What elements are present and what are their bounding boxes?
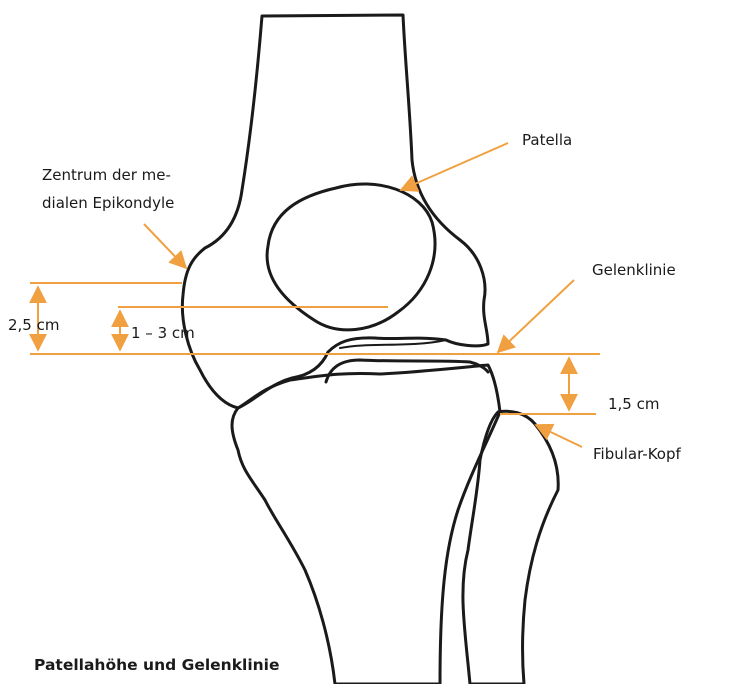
measure-1-5cm-label: 1,5 cm bbox=[608, 395, 659, 413]
joint-line-pointer-arrow bbox=[498, 280, 574, 352]
femur-outline bbox=[182, 15, 488, 408]
fibular-head-label: Fibular-Kopf bbox=[593, 445, 682, 463]
epicondyle-label-line2: dialen Epikondyle bbox=[42, 194, 174, 212]
joint-line-label: Gelenklinie bbox=[592, 261, 676, 279]
patella-label: Patella bbox=[522, 131, 572, 149]
epicondyle-pointer-arrow bbox=[144, 224, 186, 268]
measure-1-3cm-label: 1 – 3 cm bbox=[131, 324, 195, 342]
measure-2-5cm-label: 2,5 cm bbox=[8, 316, 59, 334]
tibia-outline bbox=[232, 365, 500, 684]
meniscus-line bbox=[340, 340, 446, 348]
patella-pointer-arrow bbox=[401, 143, 508, 190]
figure-caption: Patellahöhe und Gelenklinie bbox=[34, 656, 280, 674]
fibula-outline bbox=[463, 411, 558, 684]
epicondyle-label-line1: Zentrum der me- bbox=[42, 166, 171, 184]
